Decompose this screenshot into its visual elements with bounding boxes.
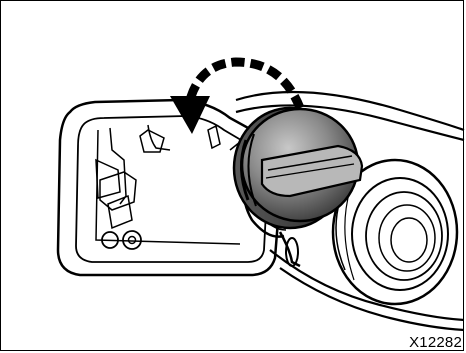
fuel-cap xyxy=(234,108,362,228)
figure-code: X12282 xyxy=(409,334,462,351)
